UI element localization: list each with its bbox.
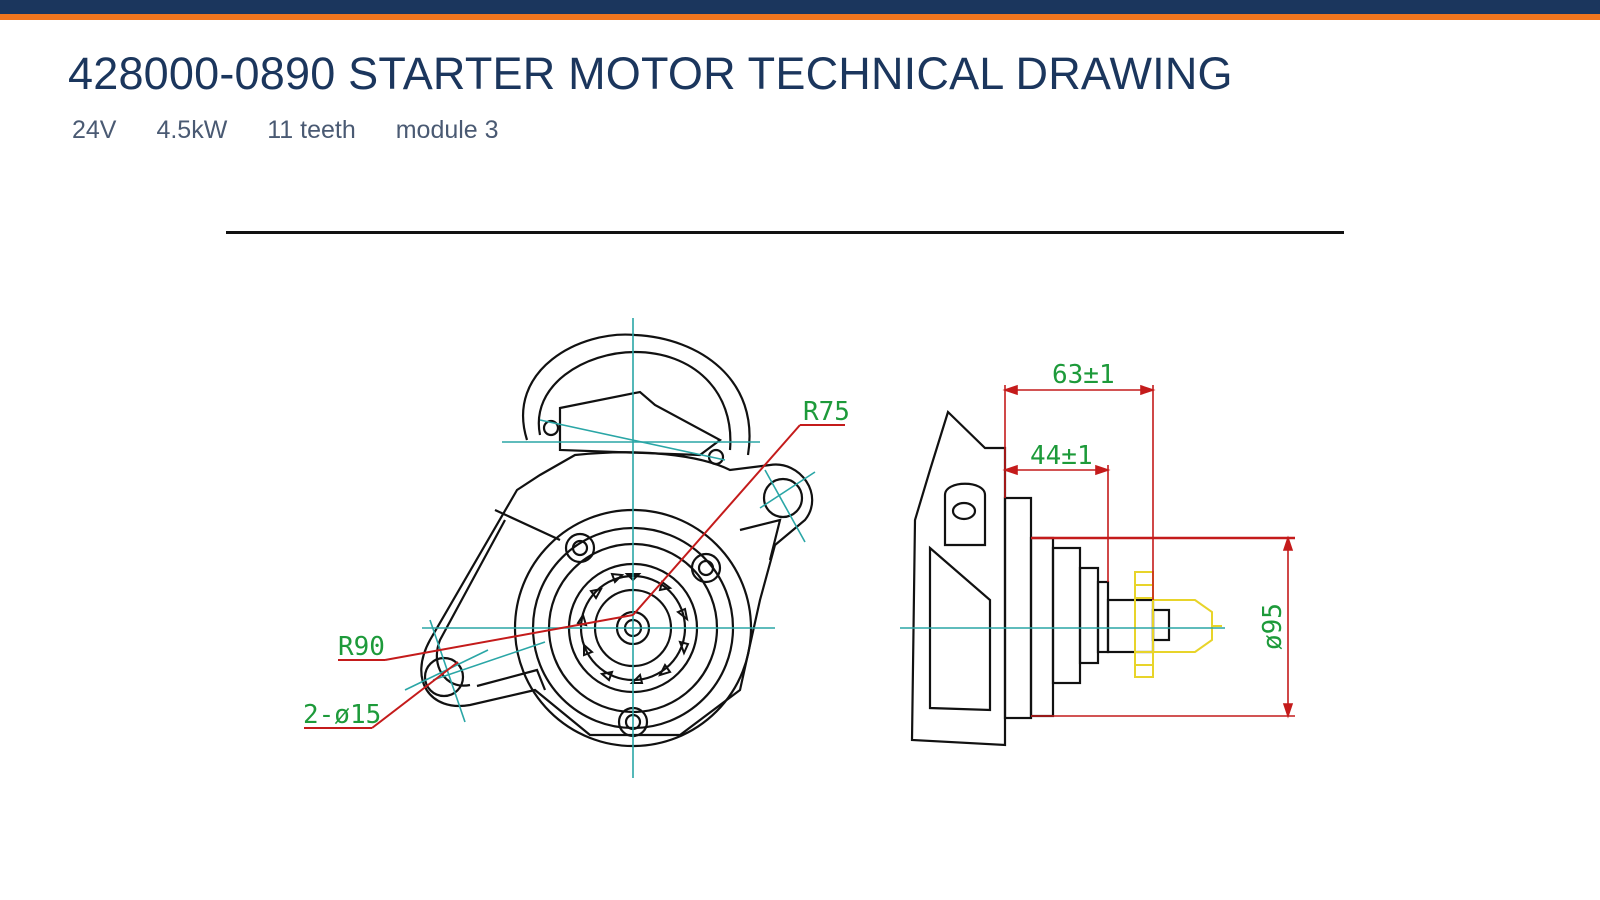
side-lug-hole: [951, 501, 977, 521]
side-pilot: [1029, 536, 1055, 718]
pinion-teeth: [576, 572, 690, 684]
side-dimension-labels: 63±1 44±1 ø95: [1030, 360, 1288, 650]
top-accent-stripe: [0, 14, 1600, 20]
side-pinion-gear: [1134, 571, 1222, 678]
spec-power: 4.5kW: [156, 116, 228, 144]
side-clutch: [1078, 566, 1100, 665]
body-bolt-upper-left: [564, 532, 596, 564]
bracket-hole-left: [542, 419, 560, 437]
side-shaft: [1096, 580, 1110, 654]
diameter-95-label: ø95: [1258, 603, 1288, 650]
spec-teeth: 11 teeth: [267, 116, 356, 144]
technical-drawing: R75 R90 2-ø15: [226, 240, 1344, 840]
flange-rib-1: [476, 668, 547, 691]
radius-r90-label: R90: [338, 632, 385, 662]
side-flange: [1003, 496, 1033, 720]
solenoid-housing-outline: [521, 333, 751, 456]
body-bolt-upper-right: [690, 552, 722, 584]
flange-rib-3: [739, 518, 782, 561]
side-shaft-tip: [1151, 608, 1171, 642]
r75-leader: [632, 424, 801, 616]
radius-r75-label: R75: [803, 397, 850, 427]
holes-leader: [371, 661, 459, 729]
top-banner-bar: [0, 0, 1600, 14]
side-dimensions: [1002, 384, 1295, 719]
spec-voltage: 24V: [72, 116, 117, 144]
side-housing-inner: [928, 545, 992, 712]
flange-rib-2: [494, 509, 561, 541]
top-bracket: [558, 390, 723, 457]
flange-inner-edge: [435, 519, 506, 687]
length-44-label: 44±1: [1030, 441, 1093, 471]
mount-hole-left: [423, 656, 465, 698]
front-view: [420, 333, 814, 748]
page-title: 428000-0890 STARTER MOTOR TECHNICAL DRAW…: [68, 48, 1233, 99]
spec-module: module 3: [395, 116, 499, 144]
front-leaders: [304, 424, 845, 729]
r90-leader: [384, 614, 634, 661]
divider-rule: [226, 231, 1344, 234]
side-nose-outline: [910, 409, 1007, 747]
side-lug: [943, 482, 987, 547]
front-dimension-labels: R75 R90 2-ø15: [303, 397, 850, 730]
solenoid-inner-outline: [537, 350, 732, 451]
length-63-label: 63±1: [1052, 360, 1115, 390]
mount-hole-right: [762, 477, 804, 519]
side-pinion-shaft: [1106, 598, 1155, 654]
side-drive-housing: [1051, 546, 1082, 685]
hole-spec-label: 2-ø15: [303, 700, 381, 730]
spec-list: 24V 4.5kW 11 teeth module 3: [72, 116, 532, 145]
